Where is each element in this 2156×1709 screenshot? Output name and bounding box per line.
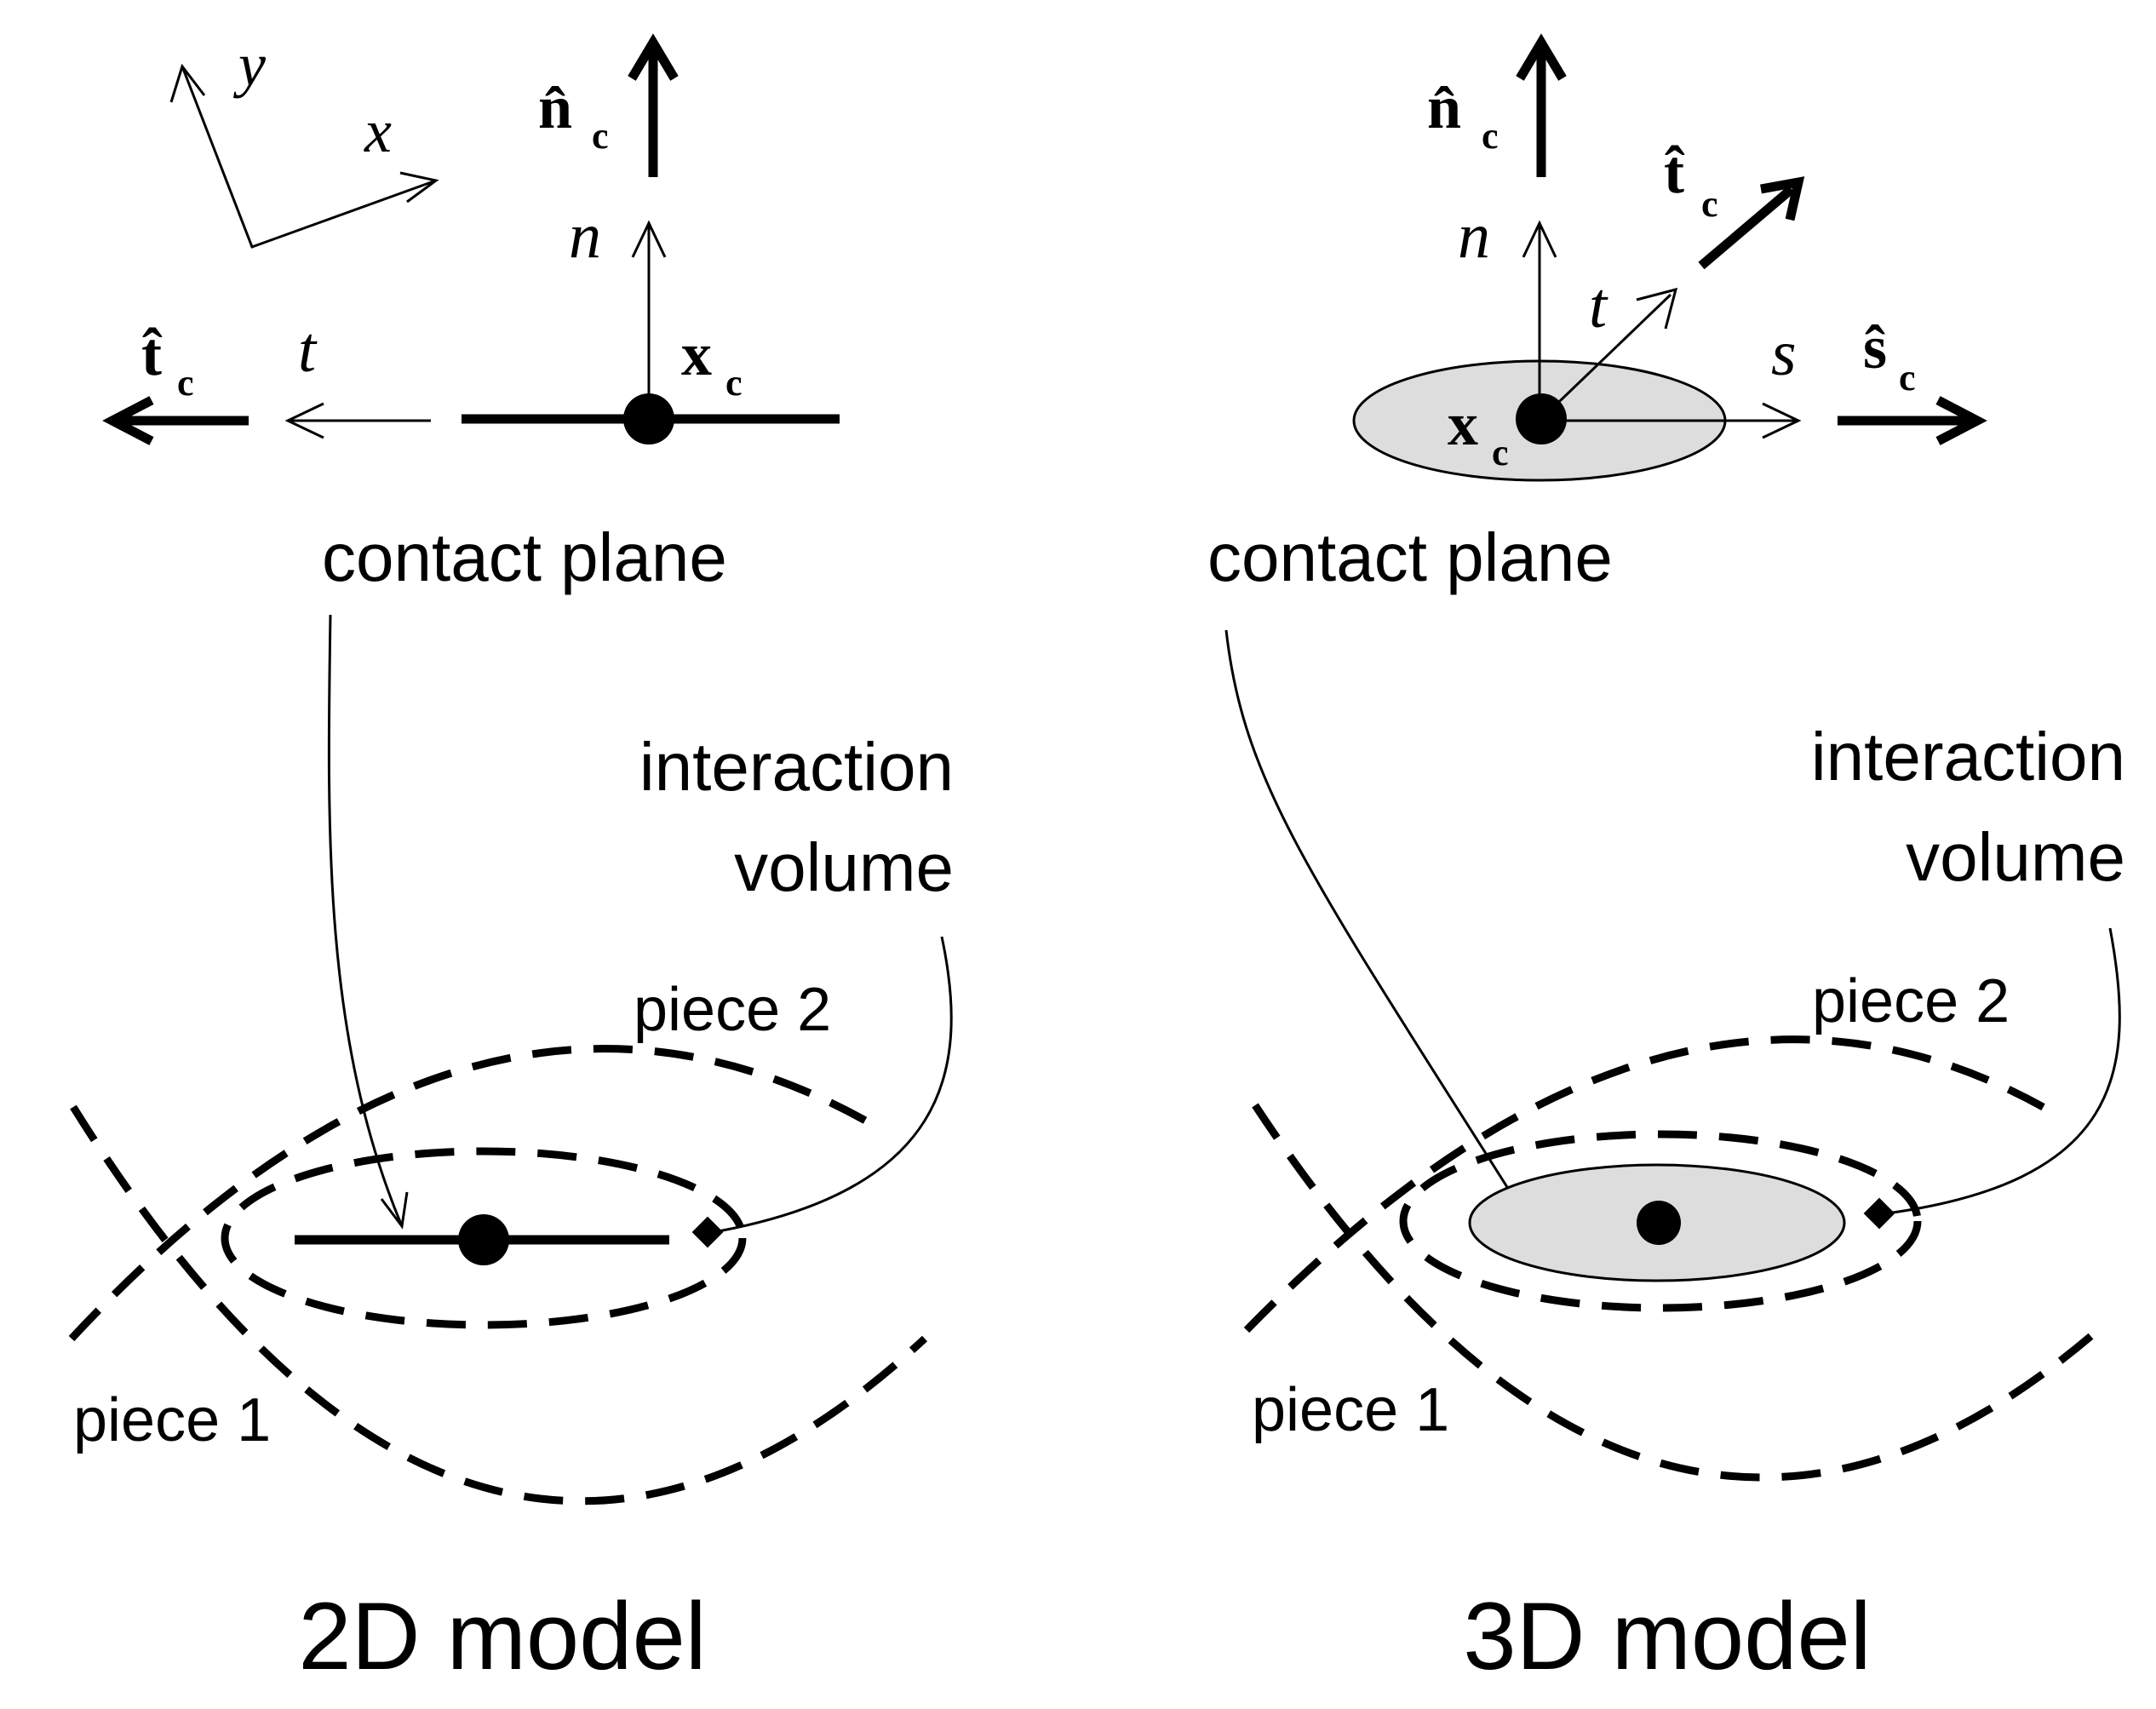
tangent-unit-arrowhead bbox=[102, 396, 154, 445]
tangent-axis-2d: t bbox=[284, 314, 431, 439]
normal-axis-3d: n bbox=[1458, 200, 1557, 419]
interaction-volume-line2: volume bbox=[734, 829, 954, 905]
s-axis-arrowhead bbox=[1762, 402, 1802, 439]
tangent-axis-line-3d bbox=[1540, 293, 1672, 421]
contact-point-3d: x c bbox=[1448, 390, 1567, 473]
tangent-axis-arrowhead bbox=[284, 402, 324, 439]
bodies-2d: piece 2 piece 1 bbox=[68, 976, 928, 1505]
interaction-volume-ellipse-3d bbox=[1399, 1130, 1922, 1312]
panel-2d-model: y x n̂ c n t̂ c t bbox=[68, 31, 954, 1689]
normal-axis-label: n bbox=[569, 200, 601, 272]
piece-1-label: piece 1 bbox=[73, 1386, 271, 1454]
interaction-volume-marker-3d bbox=[1863, 1197, 1895, 1230]
panel-3d-model: n̂ c n t̂ c t s bbox=[1207, 33, 2125, 1689]
interaction-volume-line1: interaction bbox=[639, 729, 954, 805]
piece-2-boundary bbox=[70, 1104, 928, 1505]
contact-plane-leader-line-3d bbox=[1224, 629, 1517, 1201]
tangent-unit-vector-2d: t̂ c bbox=[102, 320, 249, 445]
s-axis-3d: s bbox=[1541, 318, 1802, 439]
normal-unit-vector-2d: n̂ c bbox=[538, 33, 679, 177]
contact-plane-leader-2d bbox=[327, 614, 409, 1230]
contact-point-label-3d: x bbox=[1448, 390, 1478, 458]
normal-unit-label: n̂ bbox=[538, 73, 572, 141]
tangent-unit-arrowhead-3d bbox=[1760, 176, 1805, 221]
tangent-axis-label: t bbox=[298, 314, 318, 386]
s-unit-label: ŝ bbox=[1863, 313, 1887, 381]
small-contact-point bbox=[458, 1214, 509, 1265]
tangent-axis-label-3d: t bbox=[1589, 270, 1608, 341]
normal-unit-label-3d: n̂ bbox=[1427, 73, 1461, 141]
piece-1-label-3d: piece 1 bbox=[1252, 1376, 1449, 1444]
contact-plane-leader-arrowhead bbox=[380, 1191, 409, 1230]
contact-plane-label-3d: contact plane bbox=[1207, 519, 1613, 595]
normal-unit-subscript-3d: c bbox=[1482, 115, 1499, 157]
contact-plane-leader-line bbox=[327, 614, 404, 1227]
global-axes-2d: y x bbox=[169, 31, 439, 249]
s-axis-label: s bbox=[1771, 318, 1797, 389]
s-unit-subscript: c bbox=[1899, 357, 1916, 399]
caption-3d-model: 3D model bbox=[1463, 1583, 1871, 1689]
normal-axis-2d: n bbox=[569, 200, 667, 419]
interaction-volume-ellipse bbox=[221, 1147, 747, 1329]
contact-plane-label: contact plane bbox=[322, 519, 727, 595]
global-axes-lines bbox=[181, 66, 437, 249]
tangent-unit-label: t̂ bbox=[141, 320, 163, 388]
contact-plane-2d: x c contact plane bbox=[322, 320, 840, 595]
small-contact-point-3d bbox=[1637, 1201, 1681, 1245]
interaction-volume-2d: interaction volume bbox=[639, 729, 954, 1248]
piece-2-label: piece 2 bbox=[634, 976, 831, 1044]
tangent-unit-subscript: c bbox=[177, 362, 194, 404]
piece-2-label-3d: piece 2 bbox=[1812, 967, 2010, 1035]
normal-unit-arrowhead-3d bbox=[1516, 33, 1567, 81]
contact-point-label: x bbox=[681, 320, 712, 388]
contact-point-subscript: c bbox=[725, 362, 743, 404]
axis-y-label: y bbox=[232, 31, 266, 99]
contact-point-subscript-3d: c bbox=[1492, 432, 1509, 473]
y-axis-arrowhead bbox=[169, 63, 206, 103]
tangent-unit-vector-3d: t̂ c bbox=[1664, 138, 1805, 270]
normal-axis-label-3d: n bbox=[1458, 200, 1490, 272]
tangent-axis-arrowhead-3d bbox=[1636, 287, 1678, 330]
bodies-3d: piece 2 piece 1 bbox=[1243, 967, 2101, 1482]
normal-unit-subscript: c bbox=[592, 115, 609, 157]
normal-axis-arrowhead-3d bbox=[1522, 220, 1557, 258]
interaction-volume-leader bbox=[708, 936, 953, 1235]
interaction-volume-3d: interaction volume bbox=[1811, 719, 2125, 1230]
x-axis-arrowhead bbox=[399, 171, 439, 204]
piece-1-boundary bbox=[68, 1045, 871, 1342]
normal-axis-arrowhead bbox=[631, 220, 667, 258]
contact-plane-leader-3d bbox=[1224, 629, 1582, 1231]
normal-unit-vector-3d: n̂ c bbox=[1427, 33, 1567, 177]
s-unit-arrowhead bbox=[1935, 396, 1987, 445]
piece-2-boundary-3d bbox=[1252, 1103, 2101, 1482]
normal-unit-arrowhead bbox=[628, 33, 679, 81]
contact-point-dot bbox=[623, 393, 674, 444]
contact-point-dot-3d bbox=[1516, 393, 1567, 444]
axis-x-label: x bbox=[364, 97, 392, 165]
tangent-unit-arrow-shaft-3d bbox=[1698, 185, 1795, 270]
tangent-unit-label-3d: t̂ bbox=[1664, 138, 1685, 206]
tangent-unit-subscript-3d: c bbox=[1701, 183, 1718, 225]
interaction-volume-marker bbox=[691, 1216, 724, 1248]
interaction-volume-line1-3d: interaction bbox=[1811, 719, 2125, 794]
interaction-volume-leader-3d bbox=[1879, 927, 2121, 1216]
piece-1-boundary-3d bbox=[1243, 1035, 2055, 1333]
tangent-axis-3d: t bbox=[1540, 270, 1678, 421]
interaction-volume-line2-3d: volume bbox=[1906, 819, 2125, 895]
s-unit-vector-3d: ŝ c bbox=[1838, 313, 1987, 445]
caption-2d-model: 2D model bbox=[298, 1583, 706, 1689]
